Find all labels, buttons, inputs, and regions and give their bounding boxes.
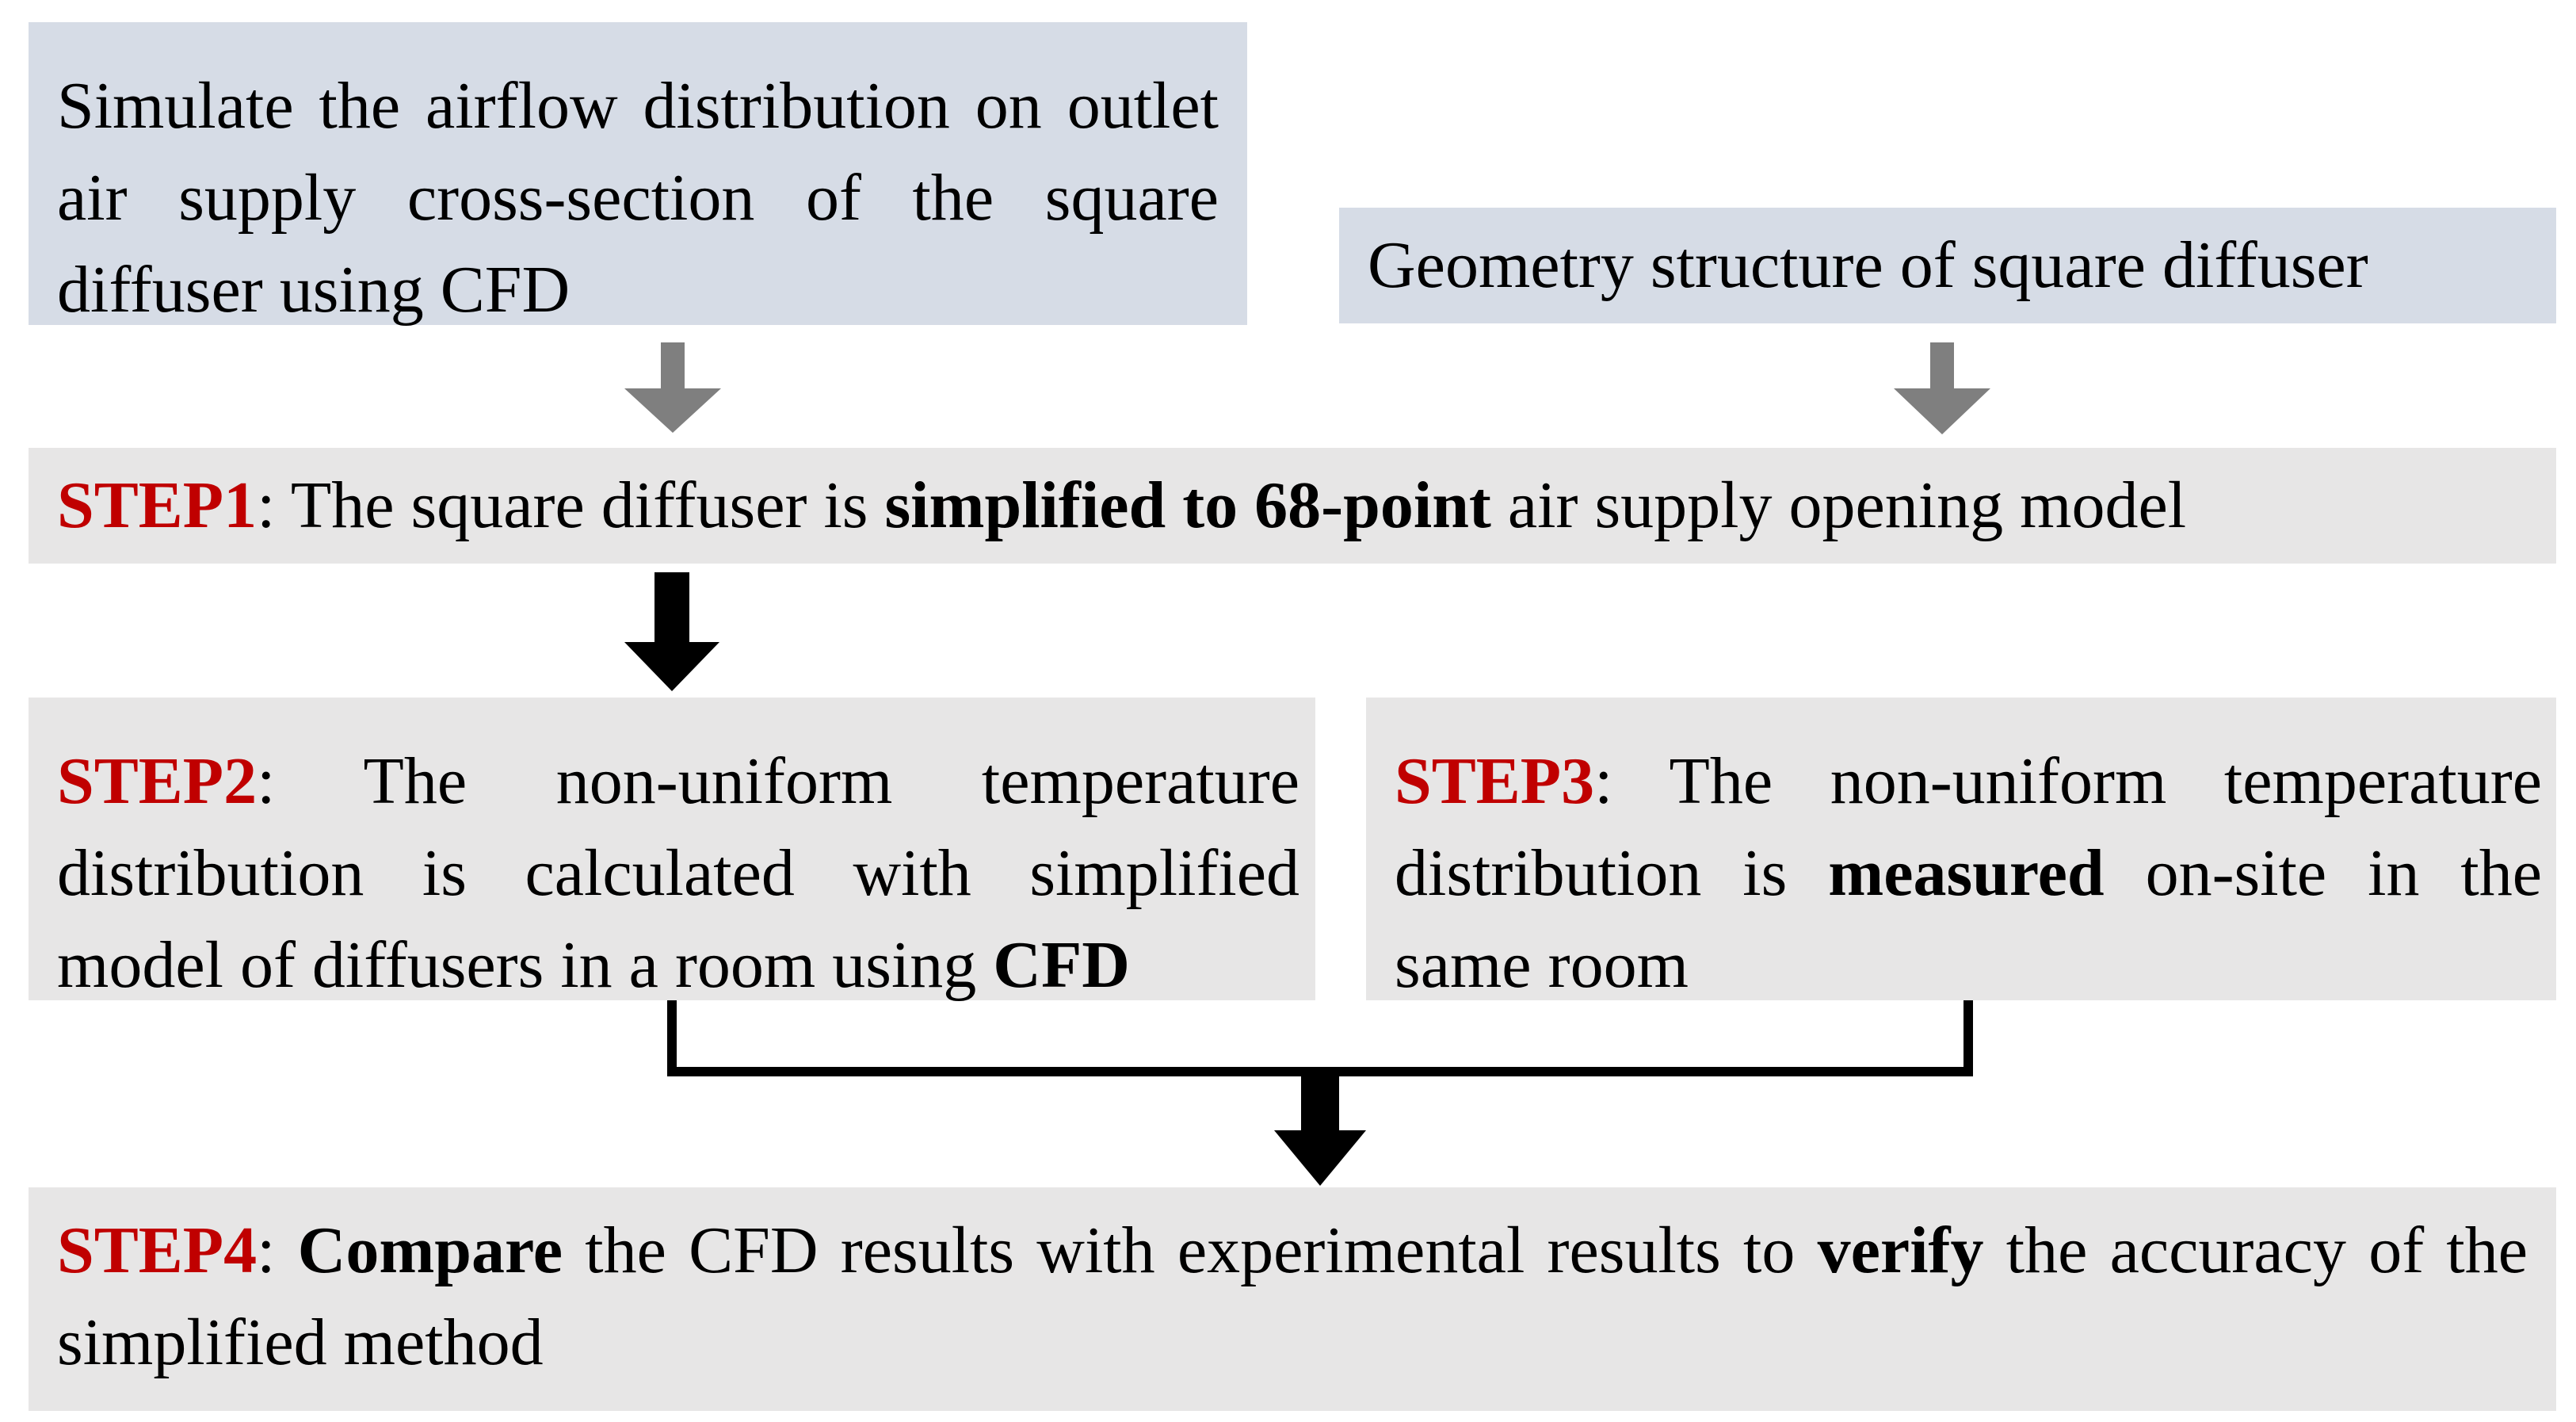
step3-box: STEP3: The non-uniform temperature distr… [1366, 698, 2556, 1002]
cfd-simulation-box: Simulate the airflow distribution on out… [29, 22, 1247, 327]
step1-bold-text: simplified to 68-point [884, 468, 1491, 542]
step1-text-1: The square diffuser is [290, 468, 885, 542]
step1-separator: : [257, 468, 291, 542]
step4-text-2: the accuracy of the simplified method [57, 1214, 2528, 1379]
step4-bold-text-2: verify [1817, 1214, 1984, 1287]
step1-label: STEP1 [57, 468, 258, 542]
step3-separator: : [1594, 744, 1670, 818]
step2-box: STEP2: The non-uniform temperature distr… [29, 698, 1315, 1002]
step4-box: STEP4: Compare the CFD results with expe… [29, 1187, 2556, 1411]
step3-label: STEP3 [1395, 744, 1595, 818]
step2-bold-text: CFD [993, 928, 1130, 1002]
step2-text-1: The non-uniform temperature distribution… [57, 744, 1299, 1002]
step3-bold-text: measured [1828, 836, 2105, 910]
step2-label: STEP2 [57, 744, 258, 818]
geometry-structure-text: Geometry structure of square diffuser [1368, 228, 2368, 302]
step1-box: STEP1: The square diffuser is simplified… [29, 448, 2556, 564]
cfd-simulation-text: Simulate the airflow distribution on out… [57, 69, 1219, 327]
step4-text-1: the CFD results with experimental result… [563, 1214, 1818, 1287]
step3-text-1: The non-uniform temperature distribution… [1395, 744, 2542, 910]
step4-bold-text-1: Compare [297, 1214, 563, 1287]
step1-text-2: air supply opening model [1490, 468, 2187, 542]
step4-separator: : [257, 1214, 298, 1287]
geometry-structure-box: Geometry structure of square diffuser [1339, 208, 2556, 323]
black-arrow-step1-to-step2 [624, 572, 719, 691]
step2-separator: : [257, 744, 364, 818]
step4-label: STEP4 [57, 1214, 258, 1287]
black-arrow-to-step4 [1274, 1070, 1366, 1186]
grey-arrow-cfd-to-step1 [624, 342, 721, 433]
step3-text-2: on-site in the same room [1395, 836, 2542, 1002]
grey-arrow-geometry-to-step1 [1894, 342, 1990, 434]
